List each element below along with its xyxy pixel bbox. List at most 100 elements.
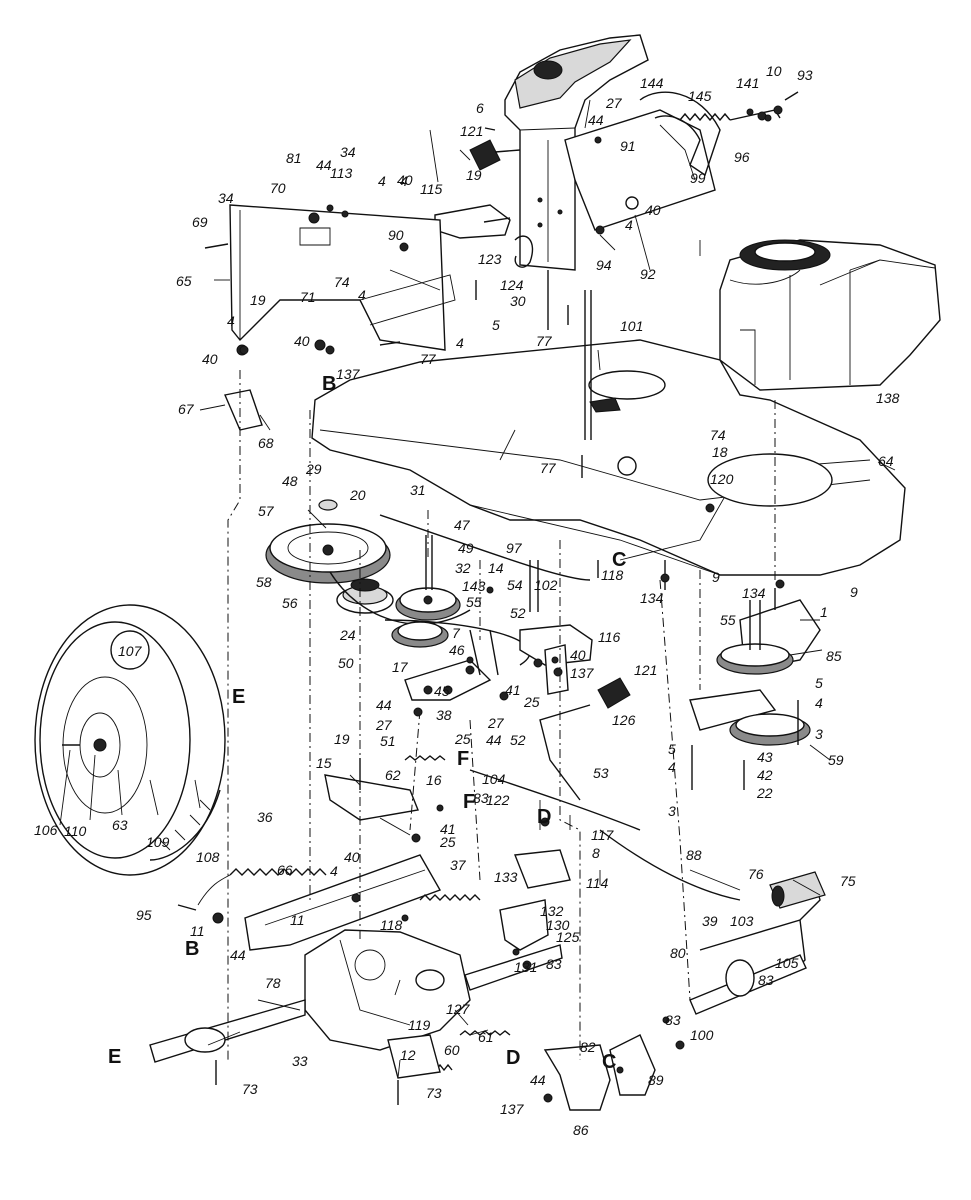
callout-47: 47 — [454, 517, 471, 533]
callout-39: 39 — [702, 913, 718, 929]
callout-104: 104 — [482, 771, 506, 787]
callout-40a: 40 — [397, 172, 413, 188]
callout-42: 42 — [757, 767, 773, 783]
callout-124: 124 — [500, 277, 524, 293]
drive-pulley-57 — [265, 499, 391, 584]
callout-51: 51 — [380, 733, 396, 749]
ref-letter-d-upper: D — [537, 806, 551, 828]
callout-74a: 74 — [334, 274, 350, 290]
callout-7: 7 — [452, 625, 461, 641]
callout-137b: 137 — [570, 665, 595, 681]
callout-118a: 118 — [601, 567, 624, 583]
callout-73a: 73 — [242, 1081, 258, 1097]
callout-120: 120 — [710, 471, 734, 487]
ref-letter-c-upper: C — [612, 549, 626, 571]
callout-4e: 4 — [456, 335, 464, 351]
callout-3b: 3 — [668, 803, 676, 819]
callout-62: 62 — [385, 767, 401, 783]
callout-68: 68 — [258, 435, 274, 451]
callout-103: 103 — [730, 913, 754, 929]
callout-80: 80 — [670, 945, 686, 961]
callout-91: 91 — [620, 138, 636, 154]
callout-41b: 41 — [440, 821, 456, 837]
bracket-116 — [519, 624, 593, 666]
callout-12: 12 — [400, 1047, 416, 1063]
callout-99: 99 — [690, 170, 706, 186]
callout-85: 85 — [826, 648, 842, 664]
callout-48: 48 — [282, 473, 298, 489]
spring-38 — [404, 755, 446, 761]
spring-37 — [419, 894, 481, 901]
callout-119: 119 — [408, 1017, 431, 1033]
callout-82: 82 — [580, 1039, 596, 1055]
callout-24: 24 — [339, 627, 356, 643]
callout-25a: 25 — [454, 731, 471, 747]
callout-121b: 121 — [634, 662, 657, 678]
callout-130: 130 — [546, 917, 570, 933]
callout-20: 20 — [349, 487, 366, 503]
callout-43: 43 — [757, 749, 773, 765]
callout-102: 102 — [534, 577, 558, 593]
ref-letter-b-upper: B — [322, 373, 336, 395]
callout-40b: 40 — [202, 351, 218, 367]
callout-19b: 19 — [250, 292, 266, 308]
callout-27b: 27 — [375, 717, 393, 733]
ref-letter-d-lower: D — [506, 1047, 520, 1069]
callout-52a: 52 — [510, 605, 526, 621]
callout-10: 10 — [766, 63, 782, 79]
callout-4a: 4 — [227, 313, 235, 329]
bracket-12 — [387, 1034, 441, 1079]
callout-32: 32 — [455, 560, 471, 576]
callout-4f: 4 — [625, 217, 633, 233]
callout-46: 46 — [449, 642, 465, 658]
callout-4b: 4 — [358, 287, 366, 303]
callout-44b: 44 — [588, 112, 604, 128]
callout-63: 63 — [112, 817, 128, 833]
ref-letter-e-axle: E — [108, 1046, 121, 1068]
callout-4c: 4 — [378, 173, 386, 189]
callout-49: 49 — [458, 540, 474, 556]
callout-127: 127 — [446, 1001, 471, 1017]
ref-letter-b-lower: B — [185, 938, 199, 960]
callout-121a: 121 — [460, 123, 483, 139]
callout-17: 17 — [392, 659, 409, 675]
bracket-89 — [609, 1034, 656, 1096]
callout-25c: 25 — [439, 834, 456, 850]
callout-8: 8 — [592, 845, 600, 861]
callout-11a: 11 — [190, 923, 205, 939]
callout-55b: 55 — [720, 612, 736, 628]
bracket-115 — [434, 204, 511, 239]
bracket-130 — [499, 899, 549, 951]
callout-27c: 27 — [487, 715, 505, 731]
rod-101 — [584, 290, 592, 440]
collar-105 — [725, 959, 755, 997]
callout-4g: 4 — [815, 695, 823, 711]
engine — [719, 239, 941, 391]
callout-9b: 9 — [850, 584, 858, 600]
bracket-114 — [514, 849, 571, 889]
ref-letter-f-upper: F — [457, 748, 469, 770]
callout-107: 107 — [118, 643, 143, 659]
callout-29: 29 — [305, 461, 322, 477]
rear-wheel — [34, 604, 226, 876]
callout-126: 126 — [612, 712, 636, 728]
callout-44c: 44 — [376, 697, 392, 713]
callout-22: 22 — [756, 785, 773, 801]
callout-133: 133 — [494, 869, 518, 885]
bolt-69 — [204, 243, 229, 249]
callout-101: 101 — [620, 318, 643, 334]
callout-81: 81 — [286, 150, 302, 166]
callout-75: 75 — [840, 873, 856, 889]
callout-100: 100 — [690, 1027, 714, 1043]
callout-55a: 55 — [466, 594, 482, 610]
callout-88: 88 — [686, 847, 702, 863]
rod-126 — [539, 704, 591, 801]
callout-116: 116 — [598, 629, 621, 645]
knob-121-top — [469, 139, 521, 171]
callout-83c: 83 — [665, 1012, 681, 1028]
callout-4h: 4 — [668, 759, 676, 775]
callout-105: 105 — [775, 955, 799, 971]
callout-34b: 34 — [340, 144, 356, 160]
callout-114: 114 — [586, 875, 609, 891]
